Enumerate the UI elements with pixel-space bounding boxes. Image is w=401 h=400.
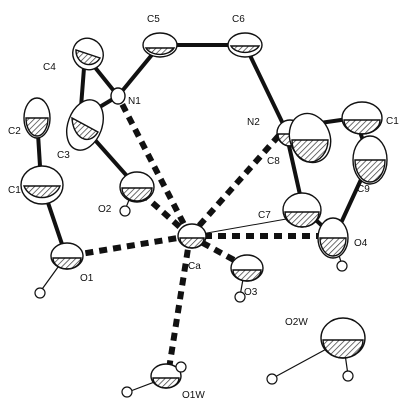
label-ca: Ca: [188, 261, 201, 272]
atom-o2w: [320, 317, 366, 359]
label-c6: C6: [232, 14, 245, 25]
atom-o1w: [150, 363, 182, 389]
atom-o3: [230, 254, 264, 282]
coord-ca-o1w: [165, 235, 193, 376]
label-c3: C3: [57, 150, 70, 161]
atoms: [20, 32, 388, 389]
atom-o1: [50, 242, 84, 270]
label-n2: N2: [247, 117, 260, 128]
label-c5: C5: [147, 14, 160, 25]
atom-c7: [282, 192, 322, 228]
atom-o4: [317, 217, 349, 259]
atom-n1: [110, 87, 126, 105]
bond-c6-n2: [243, 43, 287, 130]
label-o2: O2: [98, 204, 112, 215]
atom-ca: [177, 223, 207, 249]
atom-c1-left: [20, 165, 64, 205]
atom-c5: [142, 32, 178, 58]
coord-ca-n1: [117, 98, 193, 238]
label-o3: O3: [244, 287, 258, 298]
label-c1-right: C1: [386, 116, 399, 127]
label-o2w: O2W: [285, 317, 308, 328]
label-c4: C4: [43, 62, 56, 73]
atom-c3: [66, 99, 104, 151]
label-o4: O4: [354, 238, 368, 249]
label-c8: C8: [267, 156, 280, 167]
atom-c8: [288, 112, 332, 164]
atom-labels: C5 C6 C4 N1 N2 C1 C2 C3 C8 C9 C1 O2 C7 O…: [8, 14, 399, 400]
label-o1: O1: [80, 273, 94, 284]
atom-c9: [352, 135, 388, 185]
label-n1: N1: [128, 96, 141, 107]
atom-c2: [23, 97, 51, 139]
label-o1w: O1W: [182, 390, 205, 400]
coord-ca-o1: [67, 233, 191, 259]
coord-ca-n2: [187, 130, 285, 238]
atom-c1-right: [341, 101, 383, 135]
coord-ca-o3: [188, 233, 247, 269]
label-c9: C9: [357, 184, 370, 195]
hydrogen-atoms: [34, 205, 354, 398]
atom-o2: [119, 171, 155, 203]
atom-c6: [227, 32, 263, 58]
label-c1-left: C1: [8, 185, 21, 196]
coord-ca-c7-thin: [189, 217, 293, 237]
atom-c4: [72, 37, 104, 71]
label-c7: C7: [258, 210, 271, 221]
label-c2: C2: [8, 126, 21, 137]
